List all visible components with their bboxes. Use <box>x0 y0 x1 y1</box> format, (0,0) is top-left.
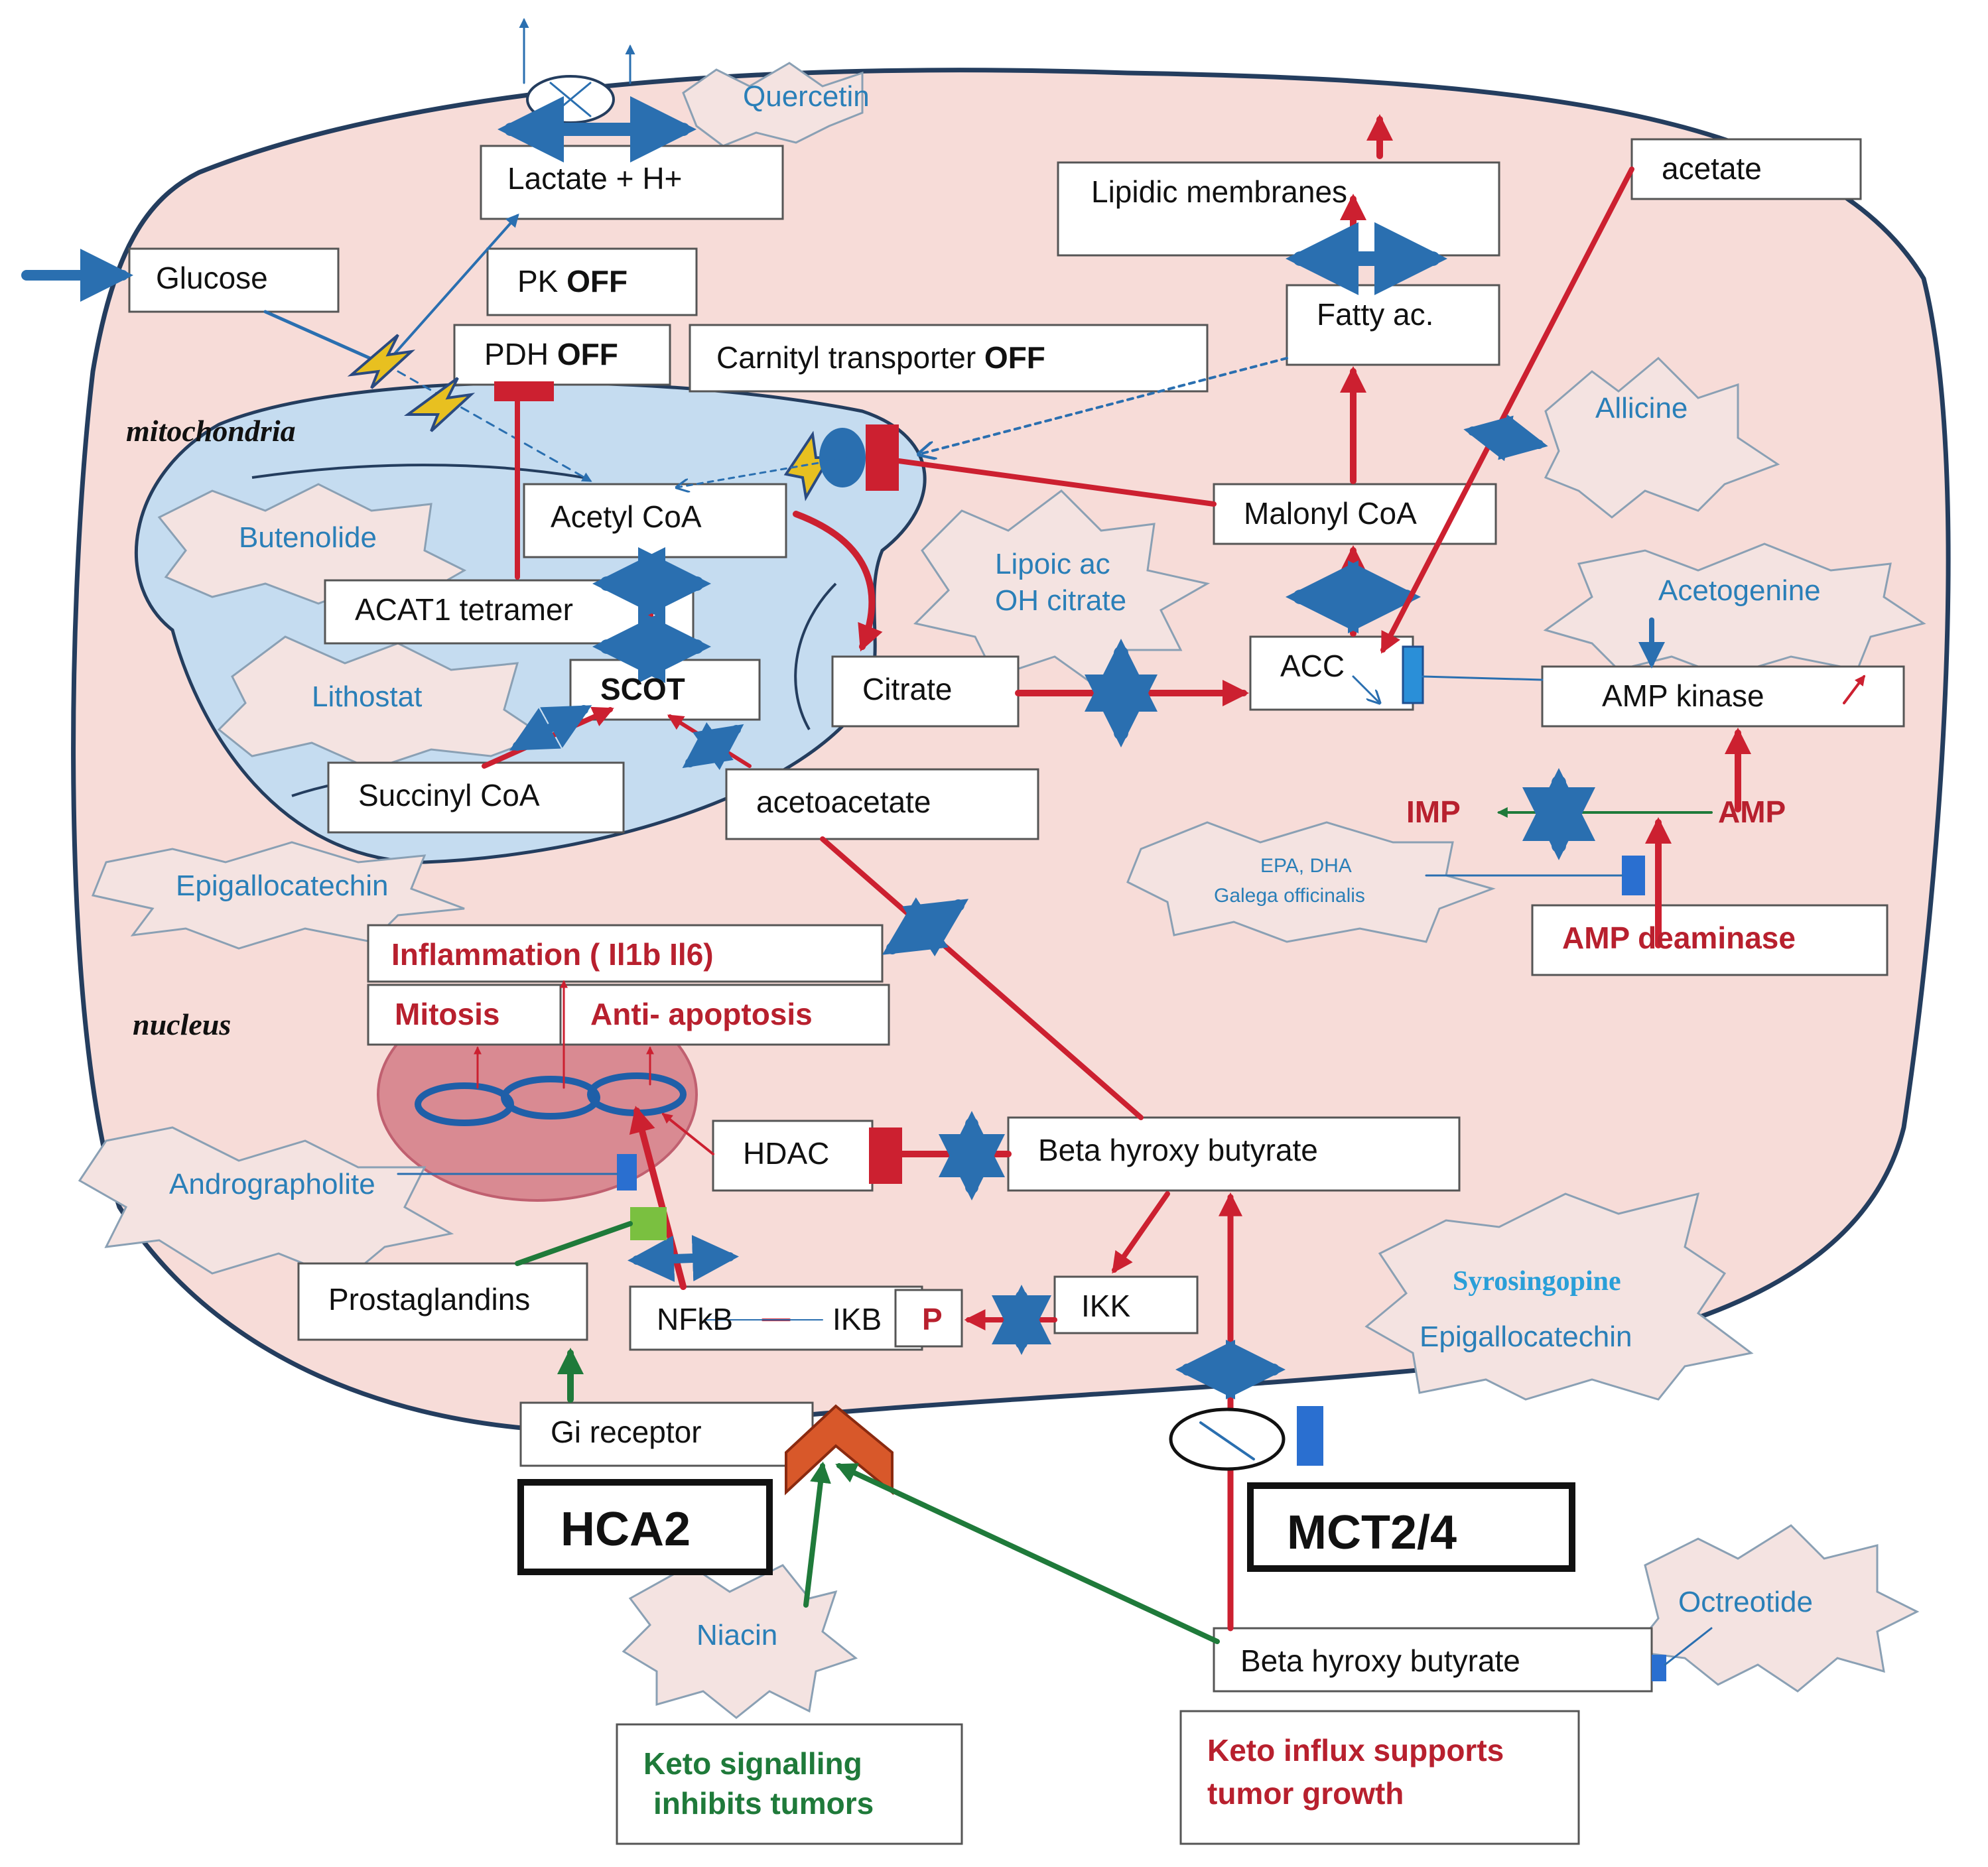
acetogenine-label: Acetogenine <box>1658 574 1821 607</box>
scot-label: SCOT <box>600 672 685 706</box>
acetylcoa-label: Acetyl CoA <box>551 499 702 534</box>
epa-label-2: Galega officinalis <box>1214 885 1365 907</box>
carnityl-box <box>689 324 1209 393</box>
mct-transporter <box>1169 1407 1286 1471</box>
succinyl-label: Succinyl CoA <box>358 778 540 812</box>
fatty-label: Fatty ac. <box>1317 297 1433 332</box>
carnityl-state: OFF <box>984 340 1045 375</box>
hca2-label: HCA2 <box>561 1503 691 1556</box>
carnityl-label: Carnityl transporter <box>716 340 976 375</box>
epa-label-1: EPA, DHA <box>1260 855 1352 877</box>
svg-text:Carnityl transporter OFF: Carnityl transporter OFF <box>716 340 1045 375</box>
lipidic-label: Lipidic membranes <box>1091 174 1347 209</box>
acetoacetate-label: acetoacetate <box>756 785 931 819</box>
epigallocatechin-label-1: Epigallocatechin <box>176 869 388 902</box>
bhb-outside-box <box>1213 1627 1653 1693</box>
mitochondria-label: mitochondria <box>126 414 296 448</box>
phospho-label: P <box>922 1302 943 1336</box>
boxes <box>128 138 1905 1845</box>
niacin-label: Niacin <box>696 1619 777 1651</box>
epigallocatechin-label-2: Epigallocatechin <box>1420 1320 1632 1353</box>
acetate-box <box>1630 138 1862 200</box>
bhb-inside-label: Beta hyroxy butyrate <box>1038 1133 1318 1167</box>
lipoic-label-2: OH citrate <box>995 584 1126 617</box>
pk-box <box>486 247 698 316</box>
p-box <box>894 1289 963 1348</box>
mitosis-box <box>367 984 562 1046</box>
prostaglandins-label: Prostaglandins <box>328 1282 530 1317</box>
glucose-label: Glucose <box>156 261 268 295</box>
nfkb-label: NFkB <box>657 1302 733 1336</box>
pdh-state: OFF <box>557 337 618 371</box>
nfkb-box <box>629 1285 923 1351</box>
pk-state: OFF <box>566 264 628 298</box>
lipoic-label-1: Lipoic ac <box>995 548 1110 580</box>
legend-green-line1: Keto signalling <box>643 1746 862 1781</box>
ampkinase-box <box>1541 665 1905 728</box>
gireceptor-box <box>519 1401 814 1467</box>
gireceptor-label: Gi receptor <box>551 1415 702 1449</box>
acc-label: ACC <box>1280 649 1345 683</box>
labels: Glucose Lactate + H+ PK OFF PDH OFF Carn… <box>126 80 1821 1821</box>
hca2-box <box>517 1479 773 1575</box>
ampdeaminase-box <box>1531 904 1889 976</box>
acetate-label: acetate <box>1662 151 1762 186</box>
ikb-label: IKB <box>832 1302 882 1336</box>
legend-red-line2: tumor growth <box>1207 1776 1404 1811</box>
carnitine-transporter <box>819 428 866 487</box>
glucose-box <box>128 247 340 313</box>
acetoacetate-box <box>725 768 1039 840</box>
svg-text:PK OFF: PK OFF <box>517 264 628 298</box>
mitosis-label: Mitosis <box>395 997 499 1031</box>
antiapoptosis-box <box>559 984 890 1046</box>
bhb-outside-label: Beta hyroxy butyrate <box>1240 1643 1520 1678</box>
octreotide-label: Octreotide <box>1678 1586 1813 1618</box>
nucleus-label: nucleus <box>133 1007 231 1041</box>
prostaglandins-box <box>297 1262 588 1341</box>
malonyl-box <box>1213 483 1497 545</box>
hdac-label: HDAC <box>743 1136 829 1171</box>
quercetin-label: Quercetin <box>743 80 870 113</box>
ampkinase-label: AMP kinase <box>1602 678 1764 713</box>
legend-red-line1: Keto influx supports <box>1207 1733 1504 1768</box>
antiapoptosis-label: Anti- apoptosis <box>590 997 813 1031</box>
butenolide-label: Butenolide <box>239 521 377 554</box>
mct-box <box>1247 1482 1575 1572</box>
lithostat-label: Lithostat <box>312 680 422 713</box>
pk-label: PK <box>517 264 559 298</box>
svg-text:PDH OFF: PDH OFF <box>484 337 618 371</box>
legend-green-box <box>616 1723 963 1845</box>
amp-label: AMP <box>1718 795 1786 829</box>
andrographolite-label: Andrographolite <box>169 1168 375 1200</box>
malonyl-label: Malonyl CoA <box>1244 496 1417 531</box>
mct-label: MCT2/4 <box>1287 1506 1457 1559</box>
ikk-label: IKK <box>1081 1289 1130 1323</box>
acat1-label: ACAT1 tetramer <box>355 592 573 627</box>
syrosingopine-label: Syrosingopine <box>1453 1266 1621 1297</box>
succinyl-box <box>327 761 625 834</box>
pdh-label: PDH <box>484 337 549 371</box>
fatty-box <box>1286 284 1500 366</box>
acetylcoa-box <box>523 483 787 558</box>
ampdeaminase-label: AMP deaminase <box>1562 921 1796 955</box>
drug-bursts <box>78 62 1926 1719</box>
hdac-box <box>712 1120 874 1192</box>
ikk-box <box>1053 1275 1199 1334</box>
connectors <box>21 18 1865 1681</box>
lactate-label: Lactate + H+ <box>507 161 682 196</box>
citrate-label: Citrate <box>862 672 952 706</box>
bhb-inside-box <box>1007 1116 1461 1192</box>
allicine-label: Allicine <box>1595 392 1688 424</box>
imp-label: IMP <box>1406 795 1461 829</box>
inflammation-label: Inflammation ( Il1b Il6) <box>391 937 714 972</box>
pdh-box <box>453 324 671 386</box>
legend-green-line2: inhibits tumors <box>653 1786 874 1821</box>
legend-red-box <box>1179 1710 1580 1845</box>
